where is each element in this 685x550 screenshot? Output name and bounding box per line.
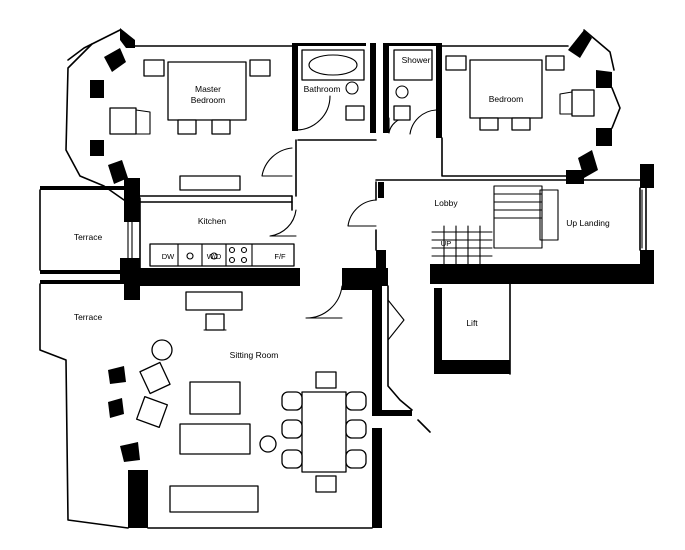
windows (127, 189, 643, 261)
master-bed (167, 61, 247, 121)
label-sitting-room: Sitting Room (230, 350, 279, 360)
shower-tray (393, 49, 433, 81)
label-bedroom: Bedroom (489, 94, 524, 104)
bedroom-bed (469, 59, 543, 119)
label-terrace-bottom: Terrace (74, 312, 103, 322)
label-shower: Shower (402, 55, 431, 65)
label-master-bedroom-1: Master (195, 84, 221, 94)
label-bathroom: Bathroom (304, 84, 341, 94)
label-lobby: Lobby (434, 198, 458, 208)
master-dresser (179, 175, 241, 191)
label-lift: Lift (466, 318, 478, 328)
label-dishwasher: DW (162, 252, 175, 261)
label-master-bedroom-2: Bedroom (191, 95, 226, 105)
sitting-sideboard (185, 291, 243, 311)
label-terrace-top: Terrace (74, 232, 103, 242)
sofa (179, 423, 251, 455)
kitchen-counter (149, 243, 295, 267)
label-fridge-freezer: F/F (274, 252, 286, 261)
label-washer-dryer: W/D (207, 252, 222, 261)
coffee-table (189, 381, 241, 415)
outlines (39, 29, 647, 529)
label-kitchen: Kitchen (198, 216, 227, 226)
label-stair-up: UP (441, 239, 451, 248)
labels: Master Bedroom Bathroom Shower Bedroom K… (74, 55, 610, 360)
doors (261, 95, 437, 341)
label-up-landing: Up Landing (566, 218, 610, 228)
furniture (109, 49, 595, 513)
sitting-bench (169, 485, 259, 513)
stairs (431, 185, 559, 265)
dining-table (301, 391, 347, 473)
side-table (151, 339, 173, 361)
